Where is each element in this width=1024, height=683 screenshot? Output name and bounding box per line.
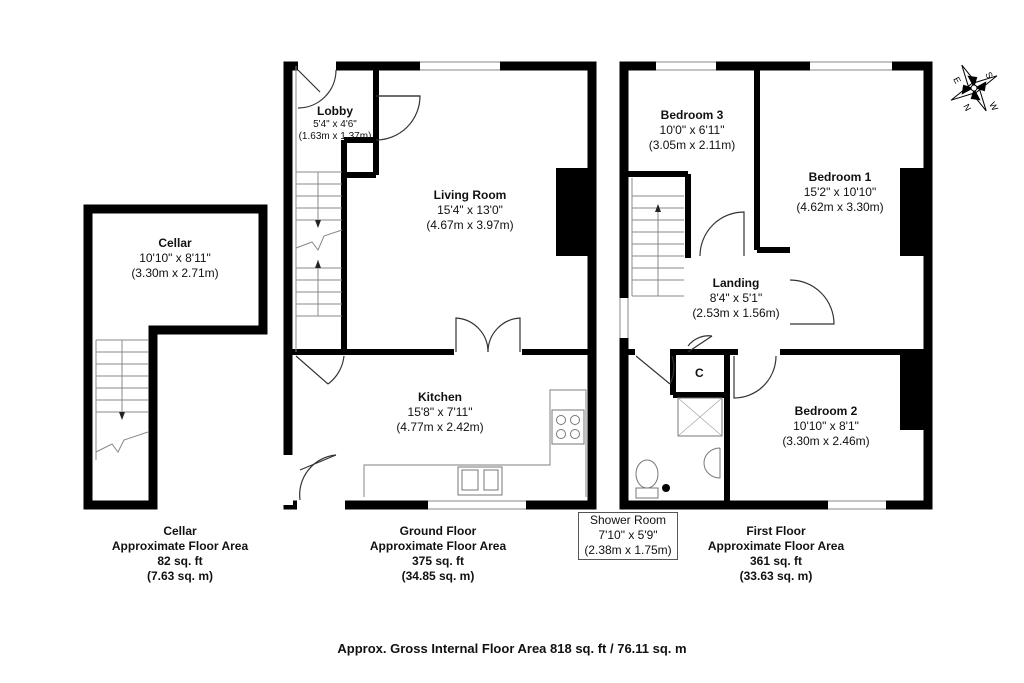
room-dims-metric: (4.62m x 3.30m) (796, 200, 884, 214)
room-dims-metric: (4.77m x 2.42m) (396, 420, 484, 434)
room-label-bedroom-2: Bedroom 2 10'10" x 8'1" (3.30m x 2.46m) (766, 404, 886, 449)
floor-summary-first: First Floor Approximate Floor Area 361 s… (696, 524, 856, 584)
room-dims-imperial: 15'4" x 13'0" (437, 203, 503, 217)
room-name: Lobby (317, 104, 353, 118)
floor-caption: Approximate Floor Area (111, 539, 249, 553)
room-name: Cellar (158, 236, 192, 250)
room-name: Bedroom 3 (660, 108, 724, 122)
compass-rose (950, 64, 998, 112)
room-name: Landing (712, 276, 760, 290)
kitchen-worktop (363, 389, 587, 497)
shower-room-label-box (578, 512, 678, 560)
floor-sq-ft: 375 sq. ft (411, 554, 465, 568)
room-dims-metric: (4.67m x 3.97m) (426, 218, 514, 232)
room-label-living-room: Living Room 15'4" x 13'0" (4.67m x 3.97m… (400, 188, 540, 233)
floor-sq-m: (33.63 sq. m) (739, 569, 813, 583)
floor-summary-ground: Ground Floor Approximate Floor Area 375 … (358, 524, 518, 584)
room-dims-imperial: 10'0" x 6'11" (659, 123, 725, 137)
floor-name: Cellar (163, 524, 197, 538)
floor-sq-m: (34.85 sq. m) (401, 569, 475, 583)
room-dims-metric: (1.63m x 1.37m) (298, 131, 372, 142)
compass-letter-w: W (987, 100, 1000, 113)
room-dims-metric: (3.05m x 2.11m) (648, 138, 736, 152)
room-dims-metric: (3.30m x 2.71m) (131, 266, 219, 280)
room-name: Living Room (433, 188, 507, 202)
floor-sq-ft: 82 sq. ft (157, 554, 203, 568)
room-dims-imperial: 8'4" x 5'1" (709, 291, 763, 305)
room-name: Shower Room (589, 513, 667, 527)
room-dims-imperial: 10'10" x 8'1" (793, 419, 859, 433)
room-label-shower-room: Shower Room 7'10" x 5'9" (2.38m x 1.75m) (578, 513, 678, 558)
room-label-landing: Landing 8'4" x 5'1" (2.53m x 1.56m) (676, 276, 796, 321)
room-dims-imperial: 15'2" x 10'10" (803, 185, 877, 199)
floor-sq-ft: 361 sq. ft (749, 554, 803, 568)
floor-name: First Floor (746, 524, 806, 538)
room-label-lobby: Lobby 5'4" x 4'6" (1.63m x 1.37m) (290, 104, 380, 143)
room-name: Bedroom 1 (808, 170, 872, 184)
floor-caption: Approximate Floor Area (707, 539, 845, 553)
cupboard-label: C (695, 366, 704, 380)
ground-floor-plan (283, 61, 597, 510)
ground-stairs (295, 66, 343, 352)
room-name: Bedroom 2 (794, 404, 858, 418)
room-dims-imperial: 10'10" x 8'11" (139, 251, 211, 265)
cellar-plan (83, 204, 268, 510)
room-dims-metric: (3.30m x 2.46m) (782, 434, 870, 448)
floor-sq-m: (7.63 sq. m) (146, 569, 214, 583)
room-name: Kitchen (417, 390, 462, 404)
room-dims-imperial: 15'8" x 7'11" (407, 405, 473, 419)
cellar-walls (83, 204, 268, 510)
room-label-cellar: Cellar 10'10" x 8'11" (3.30m x 2.71m) (110, 236, 240, 281)
floor-caption: Approximate Floor Area (369, 539, 507, 553)
room-label-bedroom-1: Bedroom 1 15'2" x 10'10" (4.62m x 3.30m) (780, 170, 900, 215)
room-label-kitchen: Kitchen 15'8" x 7'11" (4.77m x 2.42m) (370, 390, 510, 435)
compass-letter-s: S (983, 70, 995, 80)
room-dims-imperial: 7'10" x 5'9" (598, 528, 658, 542)
first-floor-plan (619, 61, 933, 510)
room-label-bedroom-3: Bedroom 3 10'0" x 6'11" (3.05m x 2.11m) (636, 108, 748, 153)
first-stairs (631, 178, 684, 297)
gross-floor-area: Approx. Gross Internal Floor Area 818 sq… (337, 641, 687, 656)
floor-summary-cellar: Cellar Approximate Floor Area 82 sq. ft … (100, 524, 260, 584)
cellar-stairs (95, 339, 149, 460)
room-dims-metric: (2.53m x 1.56m) (692, 306, 780, 320)
room-dims-imperial: 5'4" x 4'6" (313, 119, 357, 130)
compass-letter-e: E (951, 75, 963, 85)
room-dims-metric: (2.38m x 1.75m) (584, 543, 672, 557)
floor-name: Ground Floor (399, 524, 477, 538)
compass-letter-n: N (961, 102, 973, 112)
